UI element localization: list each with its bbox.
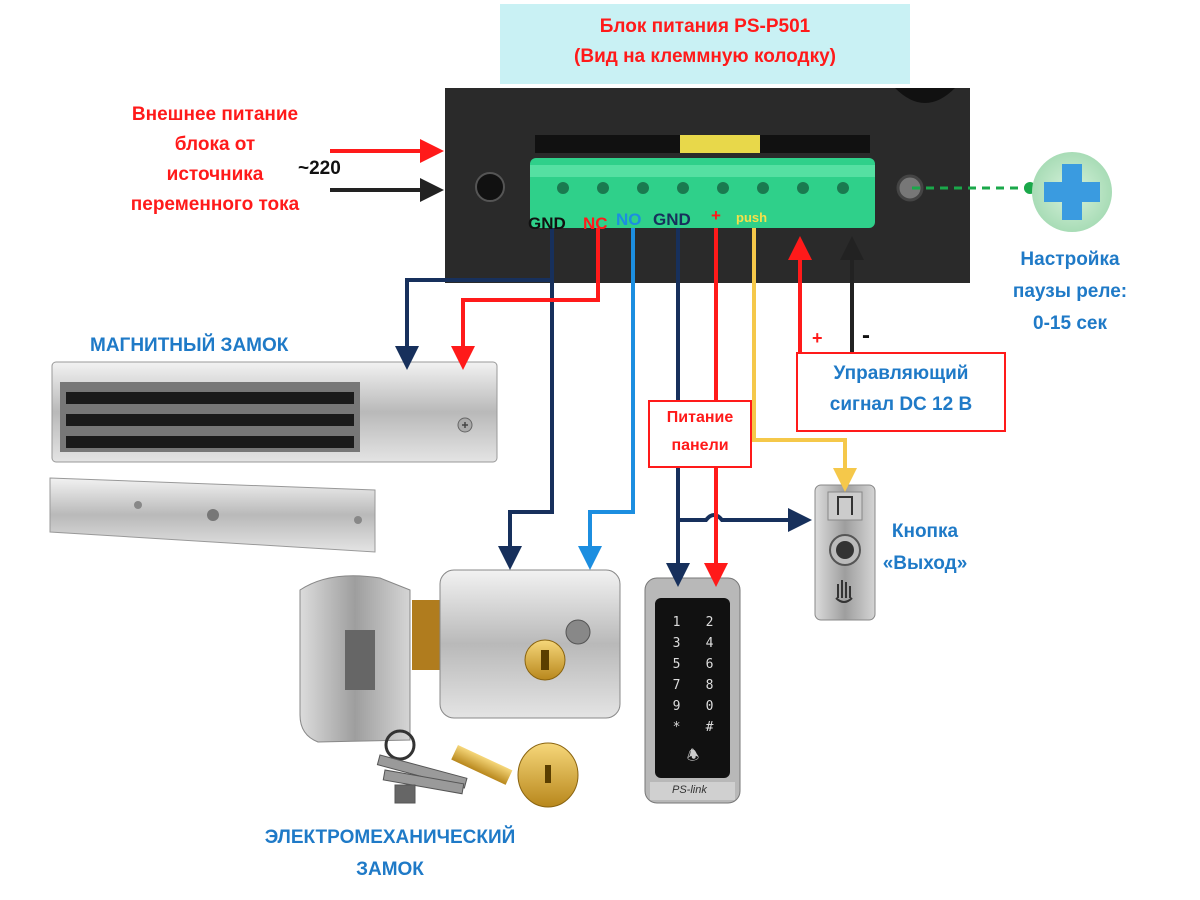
terminal-block bbox=[530, 158, 875, 228]
em-lock-line1: ЭЛЕКТРОМЕХАНИЧЕСКИЙ bbox=[264, 827, 516, 848]
terminal-nc-label: NC bbox=[583, 214, 608, 233]
magnetic-lock-label: МАГНИТНЫЙ ЗАМОК bbox=[90, 335, 289, 356]
bell-icon[interactable]: 🕭 bbox=[686, 747, 700, 763]
control-plus-sign: + bbox=[812, 328, 823, 348]
wire-no-emlock bbox=[578, 228, 635, 570]
external-power-line1: Внешнее питание bbox=[131, 104, 299, 125]
wire-gnd-maglock bbox=[395, 228, 554, 370]
panel-power-box: Питание панели bbox=[648, 400, 752, 468]
exit-button-label: Кнопка «Выход» bbox=[860, 516, 990, 580]
terminal-no-label: NO bbox=[616, 210, 642, 229]
exit-button-device bbox=[814, 484, 876, 621]
relay-pause-label: Настройка паузы реле: 0-15 сек bbox=[990, 244, 1150, 340]
keypad-key[interactable]: 6 bbox=[705, 657, 714, 672]
control-minus-sign: - bbox=[862, 322, 870, 349]
relay-pause-line1: Настройка bbox=[1020, 249, 1120, 270]
control-signal-box: Управляющий сигнал DC 12 В bbox=[796, 352, 1006, 432]
wire-nc-maglock bbox=[451, 228, 600, 370]
terminal-push-label: push bbox=[736, 210, 768, 225]
keypad-keys: 1 2 3 4 5 6 7 8 9 0 * # 🕭 bbox=[660, 615, 726, 769]
keypad-key[interactable]: 7 bbox=[672, 678, 681, 693]
keypad-brand: PS-link bbox=[672, 784, 707, 796]
panel-power-line1: Питание bbox=[666, 409, 734, 426]
relay-pause-plus-icon[interactable] bbox=[1032, 152, 1112, 232]
external-power-line2: блока от bbox=[174, 134, 256, 155]
keypad-key[interactable]: # bbox=[705, 720, 714, 735]
keypad-key[interactable]: 3 bbox=[672, 636, 681, 651]
wire-gnd-exitbutton bbox=[678, 508, 812, 532]
title-line2: (Вид на клеммную колодку) bbox=[574, 46, 836, 67]
keypad-key[interactable]: 9 bbox=[672, 699, 681, 714]
control-signal-line2: сигнал DC 12 В bbox=[829, 394, 973, 415]
keypad-key[interactable]: 1 bbox=[672, 615, 681, 630]
ac-voltage-label: ~220 bbox=[298, 158, 341, 179]
terminal-plus-label: + bbox=[711, 206, 721, 225]
terminal-gnd2-label: GND bbox=[653, 210, 691, 229]
keypad-key[interactable]: 5 bbox=[672, 657, 681, 672]
title-box: Блок питания PS-P501 (Вид на клеммную ко… bbox=[500, 4, 910, 84]
title-line1: Блок питания PS-P501 bbox=[599, 16, 811, 37]
external-power-line4: переменного тока bbox=[130, 194, 300, 215]
exit-button-line1: Кнопка bbox=[891, 521, 959, 542]
em-lock-line2: ЗАМОК bbox=[356, 859, 424, 880]
terminal-gnd1-label: GND bbox=[528, 214, 566, 233]
keypad-key[interactable]: 2 bbox=[705, 615, 714, 630]
keypad-key[interactable]: * bbox=[672, 720, 681, 735]
keypad-key[interactable]: 4 bbox=[705, 636, 714, 651]
external-power-label: Внешнее питание блока от источника перем… bbox=[95, 100, 335, 220]
panel-power-line2: панели bbox=[671, 437, 729, 454]
magnetic-lock bbox=[49, 361, 498, 553]
wire-push-exitbutton bbox=[752, 228, 857, 492]
keypad-key[interactable]: 0 bbox=[705, 699, 714, 714]
keypad-panel bbox=[644, 577, 741, 804]
wire-gnd-emlock bbox=[498, 280, 554, 570]
exit-button-line2: «Выход» bbox=[882, 553, 968, 574]
external-power-line3: источника bbox=[166, 164, 264, 185]
control-signal-line1: Управляющий bbox=[833, 363, 969, 384]
em-lock-label: ЭЛЕКТРОМЕХАНИЧЕСКИЙ ЗАМОК bbox=[230, 822, 550, 886]
keypad-key[interactable]: 8 bbox=[705, 678, 714, 693]
relay-pause-line2: паузы реле: bbox=[1012, 281, 1128, 302]
electromechanical-lock bbox=[299, 569, 621, 808]
relay-pause-line3: 0-15 сек bbox=[1033, 313, 1107, 334]
